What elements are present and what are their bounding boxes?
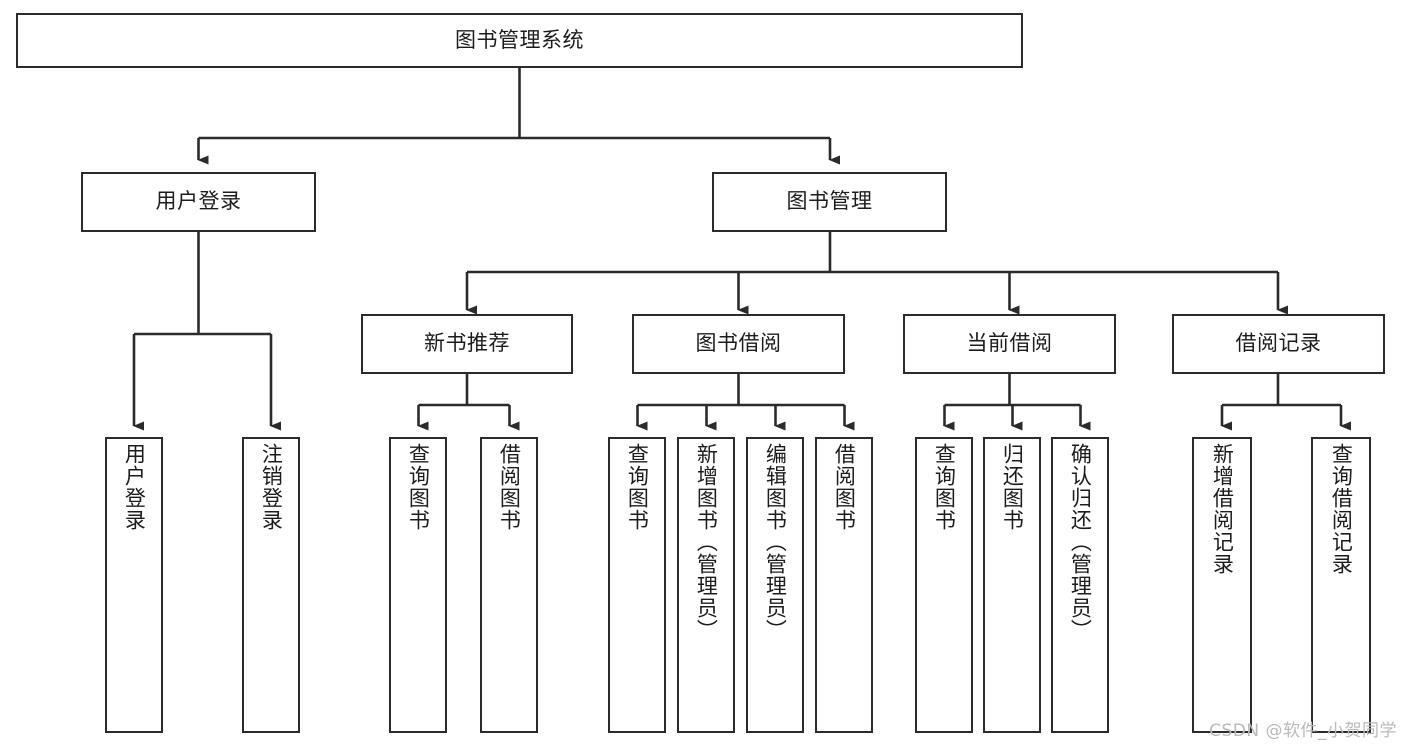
node-label: 新增图书（管理员）: [694, 443, 719, 641]
node-label: 查询图书: [625, 443, 650, 531]
leaf-new-book-recommend-0[interactable]: 查询图书: [389, 437, 447, 733]
node-label: 用户登录: [122, 443, 147, 531]
leaf-borrow-record-1[interactable]: 查询借阅记录: [1311, 437, 1371, 733]
leaf-user-login-0[interactable]: 用户登录: [105, 437, 163, 733]
node-label: 查询图书: [932, 443, 957, 531]
node-label: 借阅图书: [497, 443, 522, 531]
node-label: 用户登录: [155, 189, 242, 214]
leaf-new-book-recommend-1[interactable]: 借阅图书: [480, 437, 538, 733]
node-new-book-recommend[interactable]: 新书推荐: [361, 314, 573, 374]
node-label: 编辑图书（管理员）: [763, 443, 788, 641]
node-label: 归还图书: [1000, 443, 1025, 531]
leaf-current-borrow-1[interactable]: 归还图书: [983, 437, 1041, 733]
node-book-management[interactable]: 图书管理: [712, 172, 947, 232]
node-label: 注销登录: [259, 443, 284, 531]
node-borrow-record[interactable]: 借阅记录: [1172, 314, 1385, 374]
leaf-book-borrow-2[interactable]: 编辑图书（管理员）: [746, 437, 804, 733]
leaf-user-login-1[interactable]: 注销登录: [242, 437, 300, 733]
leaf-current-borrow-2[interactable]: 确认归还（管理员）: [1051, 437, 1109, 733]
node-current-borrow[interactable]: 当前借阅: [903, 314, 1116, 374]
node-label: 查询借阅记录: [1329, 443, 1354, 575]
node-user-login[interactable]: 用户登录: [81, 172, 316, 232]
node-label: 当前借阅: [966, 331, 1053, 356]
node-label: 查询图书: [406, 443, 431, 531]
node-label: 新增借阅记录: [1210, 443, 1235, 575]
leaf-borrow-record-0[interactable]: 新增借阅记录: [1192, 437, 1252, 733]
leaf-book-borrow-3[interactable]: 借阅图书: [815, 437, 873, 733]
leaf-book-borrow-1[interactable]: 新增图书（管理员）: [677, 437, 735, 733]
node-label: 图书管理: [786, 189, 873, 214]
leaf-current-borrow-0[interactable]: 查询图书: [915, 437, 973, 733]
node-root-book-management-system[interactable]: 图书管理系统: [16, 13, 1023, 68]
node-book-borrow[interactable]: 图书借阅: [632, 314, 845, 374]
node-label: 借阅图书: [832, 443, 857, 531]
node-label: 借阅记录: [1235, 331, 1322, 356]
node-label: 图书借阅: [695, 331, 782, 356]
node-label: 确认归还（管理员）: [1068, 443, 1093, 641]
node-label: 新书推荐: [424, 331, 510, 356]
leaf-book-borrow-0[interactable]: 查询图书: [608, 437, 666, 733]
node-label: 图书管理系统: [455, 27, 584, 52]
